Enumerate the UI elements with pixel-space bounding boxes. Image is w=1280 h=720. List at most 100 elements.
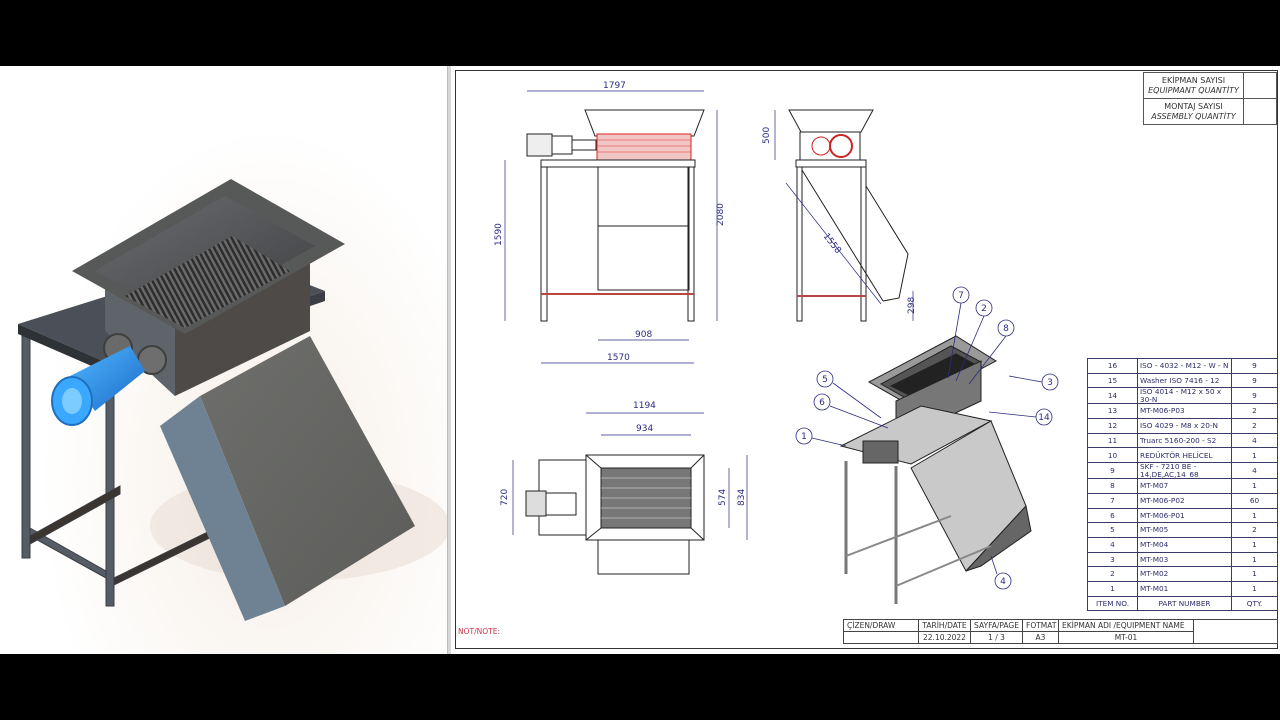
bom-part-number: MT-M02 [1137, 566, 1232, 582]
page-value: 1 / 3 [970, 631, 1023, 644]
isometric-view [839, 335, 1032, 604]
bom-item-no: 9 [1087, 462, 1138, 480]
bom-part-number: MT-M03 [1137, 551, 1232, 568]
balloon-7: 7 [958, 291, 964, 301]
bom-qty: 4 [1231, 432, 1278, 449]
balloon-8: 8 [1003, 324, 1009, 334]
dim-1558: 1558 [821, 232, 843, 256]
bom-qty: 9 [1231, 358, 1278, 374]
dim-1570: 1570 [607, 353, 630, 363]
bom-qty: 2 [1231, 418, 1278, 434]
date-value: 22.10.2022 [918, 631, 971, 644]
motor-icon [51, 346, 145, 426]
date-label: TARİH/DATE [918, 619, 971, 632]
balloon-4: 4 [1000, 577, 1006, 587]
bom-part-number: Truarc 5160-200 - S2 [1137, 432, 1232, 449]
bom-qty: 1 [1231, 551, 1278, 568]
dim-934: 934 [636, 424, 653, 434]
bom-item-no: 3 [1087, 551, 1138, 568]
drawing-views: 1797 1590 2080 908 1570 500 1558 298 119… [494, 81, 1059, 604]
bom-qty: 2 [1231, 522, 1278, 538]
bom-part-number: MT-M06-P02 [1137, 492, 1232, 509]
equipment-qty-label-en: EQUIPMANT QUANTİTY [1148, 85, 1239, 95]
equipment-qty-label-tr: EKİPMAN SAYISI [1161, 75, 1226, 85]
bom-part-number: MT-M06-P01 [1137, 507, 1232, 524]
bom-part-number: MT-M06-P03 [1137, 403, 1232, 420]
top-view [525, 454, 705, 575]
bom-item-no: 12 [1087, 418, 1138, 434]
bom-qty: 2 [1231, 403, 1278, 420]
side-view [788, 109, 909, 322]
balloon-1: 1 [801, 432, 807, 442]
dim-908: 908 [635, 330, 652, 340]
bom-header-qty: QTY. [1231, 595, 1278, 612]
assembly-qty-label-tr: MONTAJ SAYISI [1164, 101, 1223, 111]
sheet-border [455, 70, 1278, 649]
title-block: ÇİZEN/DRAW TARİH/DATE SAYFA/PAGE FOTMAT … [843, 619, 1278, 644]
front-view [526, 109, 705, 322]
assembly-qty-value [1243, 98, 1277, 125]
balloon-14: 14 [1038, 413, 1050, 423]
quantity-box: EKİPMAN SAYISI EQUIPMANT QUANTİTY MONTAJ… [1143, 72, 1277, 125]
bom-qty: 1 [1231, 447, 1278, 464]
equipment-name-value: MT-01 [1058, 631, 1194, 644]
bom-part-number: MT-M07 [1137, 478, 1232, 494]
dim-720: 720 [500, 489, 510, 506]
drawing-sheet: 1797 1590 2080 908 1570 500 1558 298 119… [451, 66, 1280, 654]
balloon-2: 2 [981, 304, 987, 314]
dim-298: 298 [907, 297, 917, 314]
bom-qty: 9 [1231, 387, 1278, 405]
format-value: A3 [1022, 631, 1059, 644]
bom-qty: 1 [1231, 478, 1278, 494]
bom-item-no: 16 [1087, 358, 1138, 374]
bom-item-no: 1 [1087, 580, 1138, 597]
bom-qty: 4 [1231, 462, 1278, 480]
bom-part-number: ISO 4014 - M12 x 50 x 30-N [1137, 387, 1232, 405]
assembly-qty-label-en: ASSEMBLY QUANTİTY [1151, 111, 1236, 121]
draw-value [843, 631, 919, 644]
bom-part-number: ISO 4029 - M8 x 20-N [1137, 418, 1232, 434]
bom-part-number: Washer ISO 7416 - 12 [1137, 372, 1232, 389]
bom-item-no: 4 [1087, 536, 1138, 553]
balloon-3: 3 [1047, 378, 1053, 388]
bom-item-no: 6 [1087, 507, 1138, 524]
bom-part-number: MT-M04 [1137, 536, 1232, 553]
bom-header-part: PART NUMBER [1137, 595, 1232, 612]
dim-2080: 2080 [716, 203, 726, 226]
dim-1797: 1797 [603, 81, 626, 91]
dim-1194: 1194 [633, 401, 656, 411]
equipment-qty-value [1243, 72, 1277, 99]
bom-item-no: 11 [1087, 432, 1138, 449]
bom-item-no: 13 [1087, 403, 1138, 420]
balloon-5: 5 [822, 375, 828, 385]
note-label: NOT/NOTE: [458, 627, 500, 636]
dim-574: 574 [718, 489, 728, 506]
bom-part-number: ISO - 4032 - M12 - W - N [1137, 358, 1232, 374]
dim-1590: 1590 [494, 223, 504, 246]
bom-qty: 60 [1231, 492, 1278, 509]
dim-500: 500 [762, 127, 772, 144]
title-block-blank [1193, 619, 1278, 644]
page-label: SAYFA/PAGE [970, 619, 1023, 632]
bom-item-no: 2 [1087, 566, 1138, 582]
bom-item-no: 5 [1087, 522, 1138, 538]
bom-item-no: 14 [1087, 387, 1138, 405]
format-label: FOTMAT [1022, 619, 1059, 632]
bom-part-number: SKF - 7210 BE - 14,DE,AC,14_68 [1137, 462, 1232, 480]
